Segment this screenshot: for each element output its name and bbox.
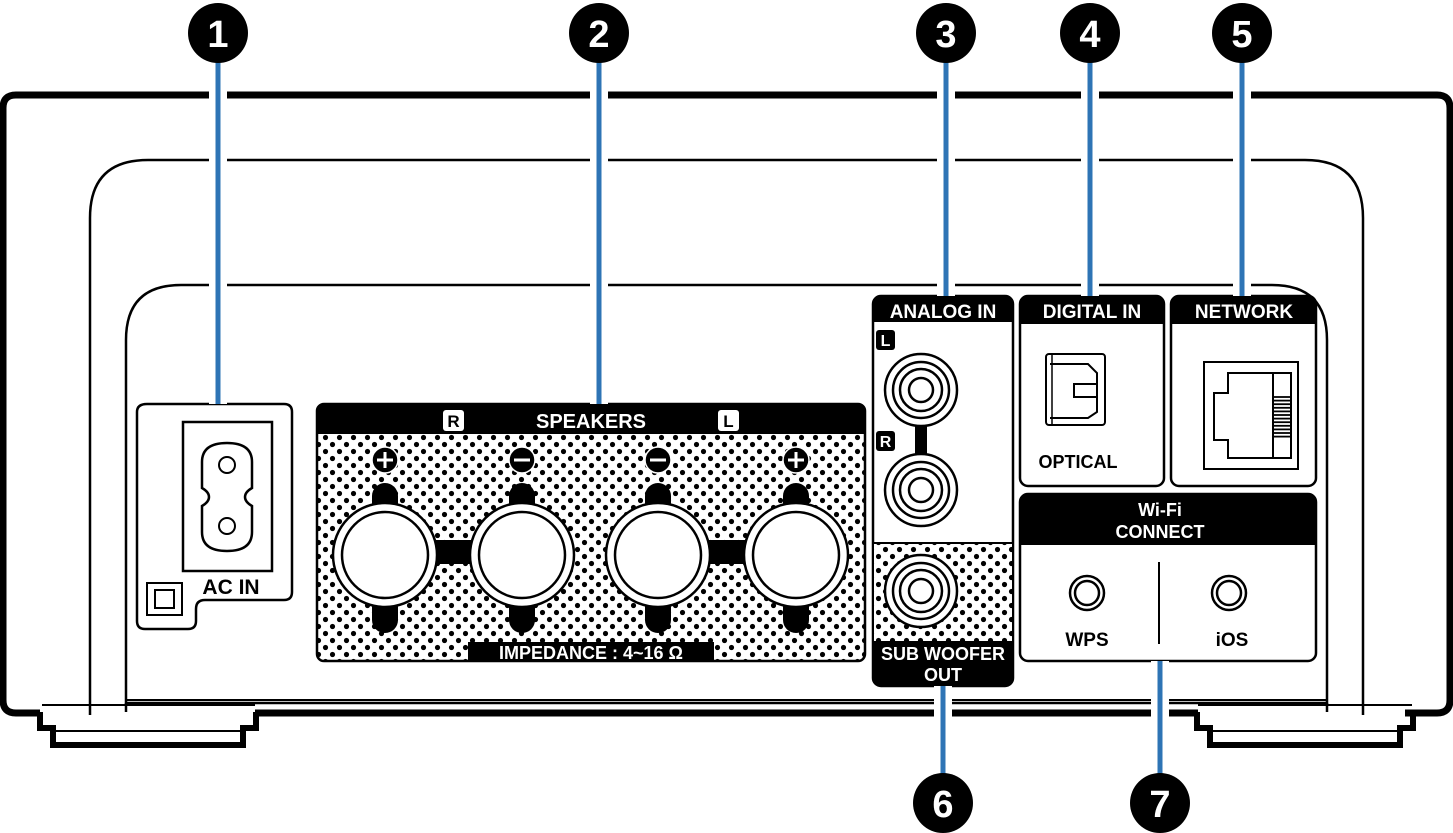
callout-5: 5	[1212, 3, 1272, 296]
callout-number: 1	[207, 14, 228, 56]
callout-badge	[913, 773, 973, 833]
digital-in-section: DIGITAL IN OPTICAL	[1018, 294, 1166, 488]
left-channel-badge: L	[718, 410, 739, 431]
digital-in-header: DIGITAL IN	[1043, 302, 1142, 323]
optical-port[interactable]	[1045, 353, 1106, 426]
callout-badge	[1212, 3, 1272, 63]
svg-text:R: R	[447, 412, 459, 431]
callout-number: 5	[1231, 14, 1252, 56]
analog-right-badge: R	[876, 431, 895, 451]
right-channel-badge: R	[443, 410, 464, 431]
callouts: 1 2 3 4 5 6 7	[188, 3, 1272, 833]
callout-number: 4	[1079, 14, 1100, 56]
svg-text:L: L	[881, 333, 891, 350]
speaker-terminal-minus-r[interactable]	[468, 446, 576, 633]
plus-icon	[371, 446, 399, 474]
speaker-terminal-plus-l[interactable]	[742, 446, 850, 633]
minus-icon	[508, 446, 536, 474]
wifi-label-line2: CONNECT	[1116, 522, 1205, 542]
subwoofer-label-line2: OUT	[924, 665, 962, 685]
ac-in-section: AC IN	[135, 402, 294, 631]
callout-badge	[1060, 3, 1120, 63]
ethernet-port[interactable]	[1203, 361, 1299, 470]
network-header: NETWORK	[1195, 302, 1293, 323]
callout-badge	[188, 3, 248, 63]
network-section: NETWORK	[1169, 294, 1318, 488]
callout-4: 4	[1060, 3, 1120, 296]
wifi-connect-section: Wi-Fi CONNECT WPS iOS	[1018, 492, 1318, 663]
analog-in-section: ANALOG IN L R SU	[871, 294, 1015, 688]
callout-number: 2	[588, 14, 609, 56]
speakers-header: SPEAKERS	[536, 411, 646, 433]
impedance-label: IMPEDANCE : 4~16 Ω	[499, 643, 683, 663]
plus-icon	[782, 446, 810, 474]
speakers-section: R SPEAKERS L IMPEDANCE : 4~16 Ω	[315, 402, 867, 663]
speaker-terminal-minus-l[interactable]	[604, 446, 712, 633]
callout-1: 1	[188, 3, 248, 404]
callout-3: 3	[916, 3, 976, 296]
wps-button[interactable]	[1068, 574, 1106, 612]
callout-7: 7	[1130, 661, 1190, 833]
ac-in-label: AC IN	[202, 576, 259, 599]
callout-2: 2	[569, 3, 629, 404]
callout-number: 3	[935, 14, 956, 56]
subwoofer-jack[interactable]	[883, 553, 959, 629]
subwoofer-label-line1: SUB WOOFER	[881, 644, 1005, 664]
wps-label: WPS	[1065, 630, 1108, 651]
analog-in-header: ANALOG IN	[890, 302, 997, 323]
callout-number: 6	[932, 784, 953, 826]
callout-number: 7	[1149, 784, 1170, 826]
callout-badge	[916, 3, 976, 63]
ios-label: iOS	[1216, 630, 1249, 651]
analog-left-badge: L	[876, 330, 895, 350]
optical-label: OPTICAL	[1039, 452, 1118, 472]
callout-badge	[569, 3, 629, 63]
chassis-inner	[88, 158, 1365, 715]
speaker-terminal-plus-r[interactable]	[331, 446, 439, 633]
rca-jack-right[interactable]	[883, 452, 959, 528]
callout-badge	[1130, 773, 1190, 833]
ac-inlet-socket[interactable]	[200, 441, 254, 553]
wifi-label-line1: Wi-Fi	[1138, 500, 1182, 520]
double-square-icon	[146, 582, 183, 616]
chassis-outer	[0, 91, 1453, 748]
minus-icon	[644, 446, 672, 474]
svg-text:L: L	[723, 412, 733, 431]
rca-jack-left[interactable]	[883, 352, 959, 428]
ios-button[interactable]	[1210, 574, 1248, 612]
svg-text:R: R	[880, 434, 892, 451]
callout-6: 6	[913, 686, 973, 833]
